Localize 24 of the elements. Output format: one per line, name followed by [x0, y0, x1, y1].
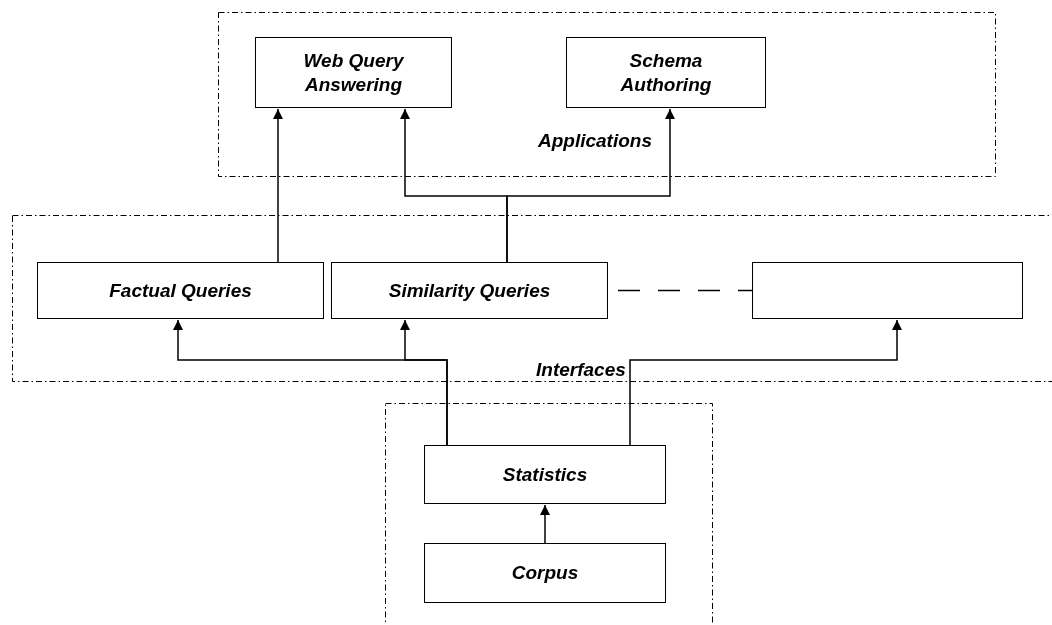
box-label: Corpus: [511, 561, 579, 585]
box-label: Statistics: [502, 462, 588, 487]
process-box: [424, 445, 666, 504]
arrow: [629, 319, 902, 446]
arrow: [540, 504, 550, 544]
box-label: Schema Authoring: [619, 48, 713, 97]
arrow: [400, 319, 448, 446]
process-box: [424, 543, 666, 603]
box-label: Web Query Answering: [302, 48, 405, 97]
process-box: [37, 262, 324, 319]
box-label: Similarity Queries: [388, 278, 551, 303]
group-label: Interfaces: [536, 358, 626, 382]
dashed-connector: [617, 289, 753, 292]
dashed-group-frame: [385, 403, 713, 625]
process-box: [566, 37, 766, 108]
dashed-group-frame: [12, 215, 1052, 382]
process-box: [255, 37, 452, 108]
arrow: [273, 108, 283, 263]
arrow: [506, 108, 675, 263]
dashed-group-frame: [218, 12, 996, 177]
process-box: [331, 262, 608, 319]
box-label: Factual Queries: [109, 278, 252, 303]
empty-box: [752, 262, 1023, 319]
group-label: Applications: [538, 129, 652, 153]
